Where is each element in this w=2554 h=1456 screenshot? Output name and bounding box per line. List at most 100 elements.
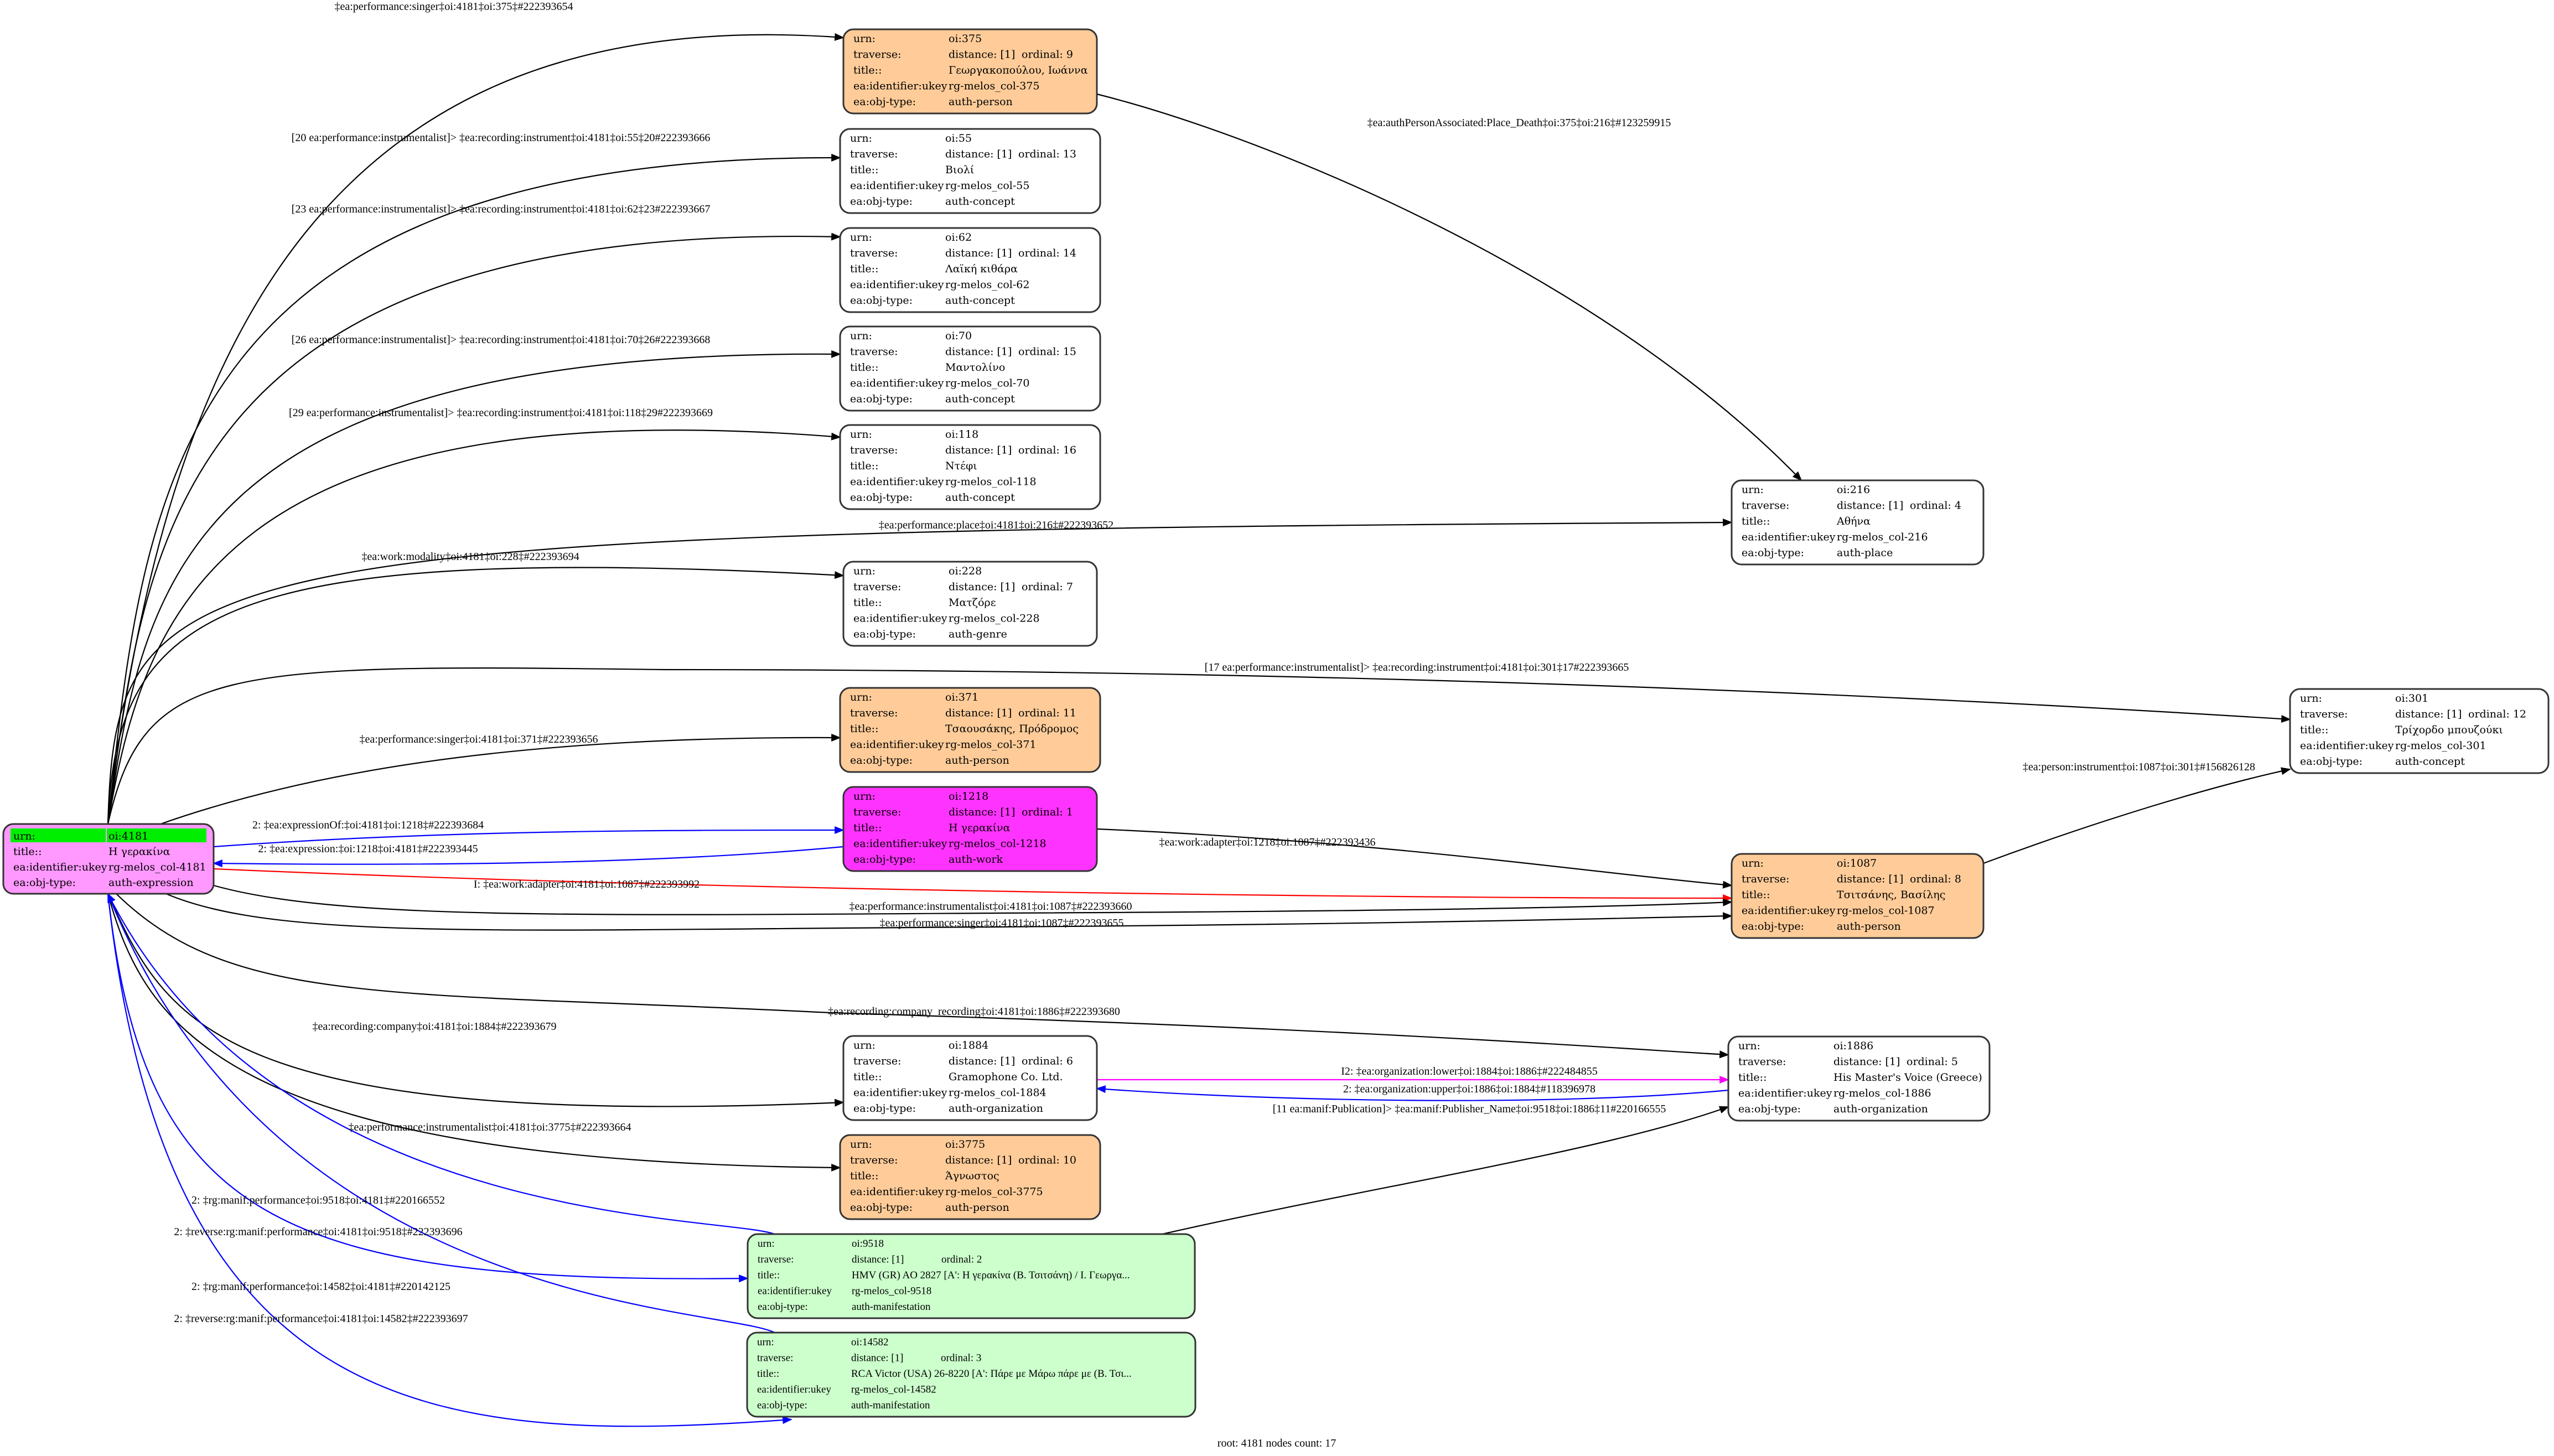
edge-375-to-216[interactable]: [1096, 93, 1802, 481]
node-box[interactable]: [1727, 1035, 1991, 1122]
node-box[interactable]: [839, 424, 1101, 510]
field-value-objtype: auth-concept: [2395, 755, 2465, 768]
edge-4181-to-1087[interactable]: [165, 893, 1733, 931]
field-value-urn: oi:301: [2395, 692, 2428, 704]
edge-4181-to-62[interactable]: [107, 232, 841, 825]
edge-4181-to-1087[interactable]: [213, 884, 1733, 915]
edge-4181-to-1087[interactable]: [213, 868, 1733, 903]
edge-14582-to-4181[interactable]: [107, 893, 775, 1333]
field-label-traverse: traverse:: [2300, 708, 2348, 721]
field-label-urn: urn:: [853, 1039, 875, 1051]
edge-4181-to-118[interactable]: [107, 429, 841, 825]
node-box[interactable]: [839, 687, 1101, 773]
field-value-title: Gramophone Co. Ltd.: [949, 1071, 1063, 1083]
edge-4181-to-9518[interactable]: [107, 893, 749, 1283]
field-value-urn: oi:118: [945, 428, 978, 441]
edge-1886-to-1884[interactable]: [1096, 1085, 1729, 1101]
node-box[interactable]: [842, 561, 1098, 647]
edge-4181-to-55[interactable]: [107, 153, 841, 825]
edge-label: [23 ea:performance:instrumentalist]> ‡ea…: [292, 203, 711, 215]
field-label-traverse: traverse:: [757, 1353, 793, 1364]
field-value-ordinal: ordinal: 10: [1018, 1154, 1076, 1167]
field-value-distance: distance: [1]: [1837, 873, 1903, 885]
field-label-title: title::: [850, 164, 878, 176]
field-value-distance: distance: [1]: [945, 1154, 1012, 1167]
field-label-objtype: ea:obj-type:: [853, 628, 916, 640]
field-value-urn: oi:4181: [108, 830, 148, 842]
node-box[interactable]: [842, 28, 1098, 115]
node-box[interactable]: [839, 325, 1101, 412]
edge-4181-to-228[interactable]: [107, 567, 845, 825]
edge-4181-to-371[interactable]: [160, 733, 841, 825]
field-label-ukey: ea:identifier:ukey: [758, 1286, 832, 1297]
field-label-title: title::: [2300, 724, 2328, 736]
field-value-distance: distance: [1]: [1837, 500, 1903, 512]
node-box[interactable]: [1731, 479, 1985, 566]
field-label-objtype: ea:obj-type:: [850, 393, 913, 405]
field-label-objtype: ea:obj-type:: [850, 491, 913, 504]
edge-1218-to-1087[interactable]: [1096, 828, 1733, 889]
node-box[interactable]: [746, 1331, 1196, 1418]
field-label-ukey: ea:identifier:ukey: [853, 1087, 947, 1099]
field-label-ukey: ea:identifier:ukey: [850, 739, 944, 751]
field-value-ordinal: ordinal: 5: [1907, 1056, 1958, 1068]
field-value-objtype: auth-expression: [108, 877, 194, 889]
edge-9518-to-1886[interactable]: [1162, 1106, 1729, 1235]
edge-label: ‡ea:performance:instrumentalist‡oi:4181‡…: [348, 1121, 631, 1133]
node-box[interactable]: [1731, 853, 1985, 939]
node-box[interactable]: [2289, 688, 2550, 774]
field-label-traverse: traverse:: [850, 247, 898, 260]
node-box[interactable]: [842, 786, 1098, 872]
edge-4181-to-1218[interactable]: [213, 826, 845, 848]
edge-4181-to-1884[interactable]: [107, 893, 845, 1107]
edge-4181-to-3775[interactable]: [107, 893, 841, 1172]
edge-4181-to-70[interactable]: [107, 350, 841, 825]
node-box[interactable]: [839, 1134, 1101, 1220]
edge-label: ‡ea:performance:singer‡oi:4181‡oi:371‡#2…: [359, 733, 598, 745]
node-box[interactable]: [839, 227, 1101, 313]
field-value-urn: oi:216: [1837, 484, 1870, 496]
field-value-ordinal: ordinal: 2: [941, 1254, 982, 1266]
node-box[interactable]: [747, 1233, 1196, 1319]
field-label-ukey: ea:identifier:ukey: [850, 377, 944, 390]
field-value-urn: oi:62: [945, 231, 972, 243]
field-label-ukey: ea:identifier:ukey: [853, 613, 947, 625]
node-box[interactable]: [842, 1035, 1098, 1121]
edge-label: ‡ea:recording:company‡oi:4181‡oi:1884‡#2…: [312, 1020, 556, 1033]
edge-4181-to-301[interactable]: [107, 667, 2291, 825]
edge-4181-to-1886[interactable]: [116, 893, 1729, 1059]
field-value-title: RCA Victor (USA) 26-8220 [A': Πάρε με Μά…: [851, 1368, 1132, 1380]
edge-4181-to-216[interactable]: [107, 519, 1733, 825]
field-label-urn: urn:: [13, 830, 35, 842]
field-label-urn: urn:: [1742, 857, 1764, 869]
edge-4181-to-14582[interactable]: [107, 893, 792, 1427]
field-value-ukey: rg-melos_col-14582: [851, 1384, 936, 1396]
field-label-title: title::: [850, 723, 878, 735]
field-label-ukey: ea:identifier:ukey: [853, 838, 947, 850]
edge-9518-to-4181[interactable]: [107, 893, 775, 1235]
edge-1087-to-301[interactable]: [1983, 767, 2291, 864]
field-label-ukey: ea:identifier:ukey: [1738, 1087, 1832, 1100]
edge-1218-to-4181[interactable]: [213, 846, 844, 868]
node-box[interactable]: [839, 128, 1101, 214]
field-label-traverse: traverse:: [853, 1055, 902, 1068]
edge-4181-to-375[interactable]: [107, 33, 845, 825]
